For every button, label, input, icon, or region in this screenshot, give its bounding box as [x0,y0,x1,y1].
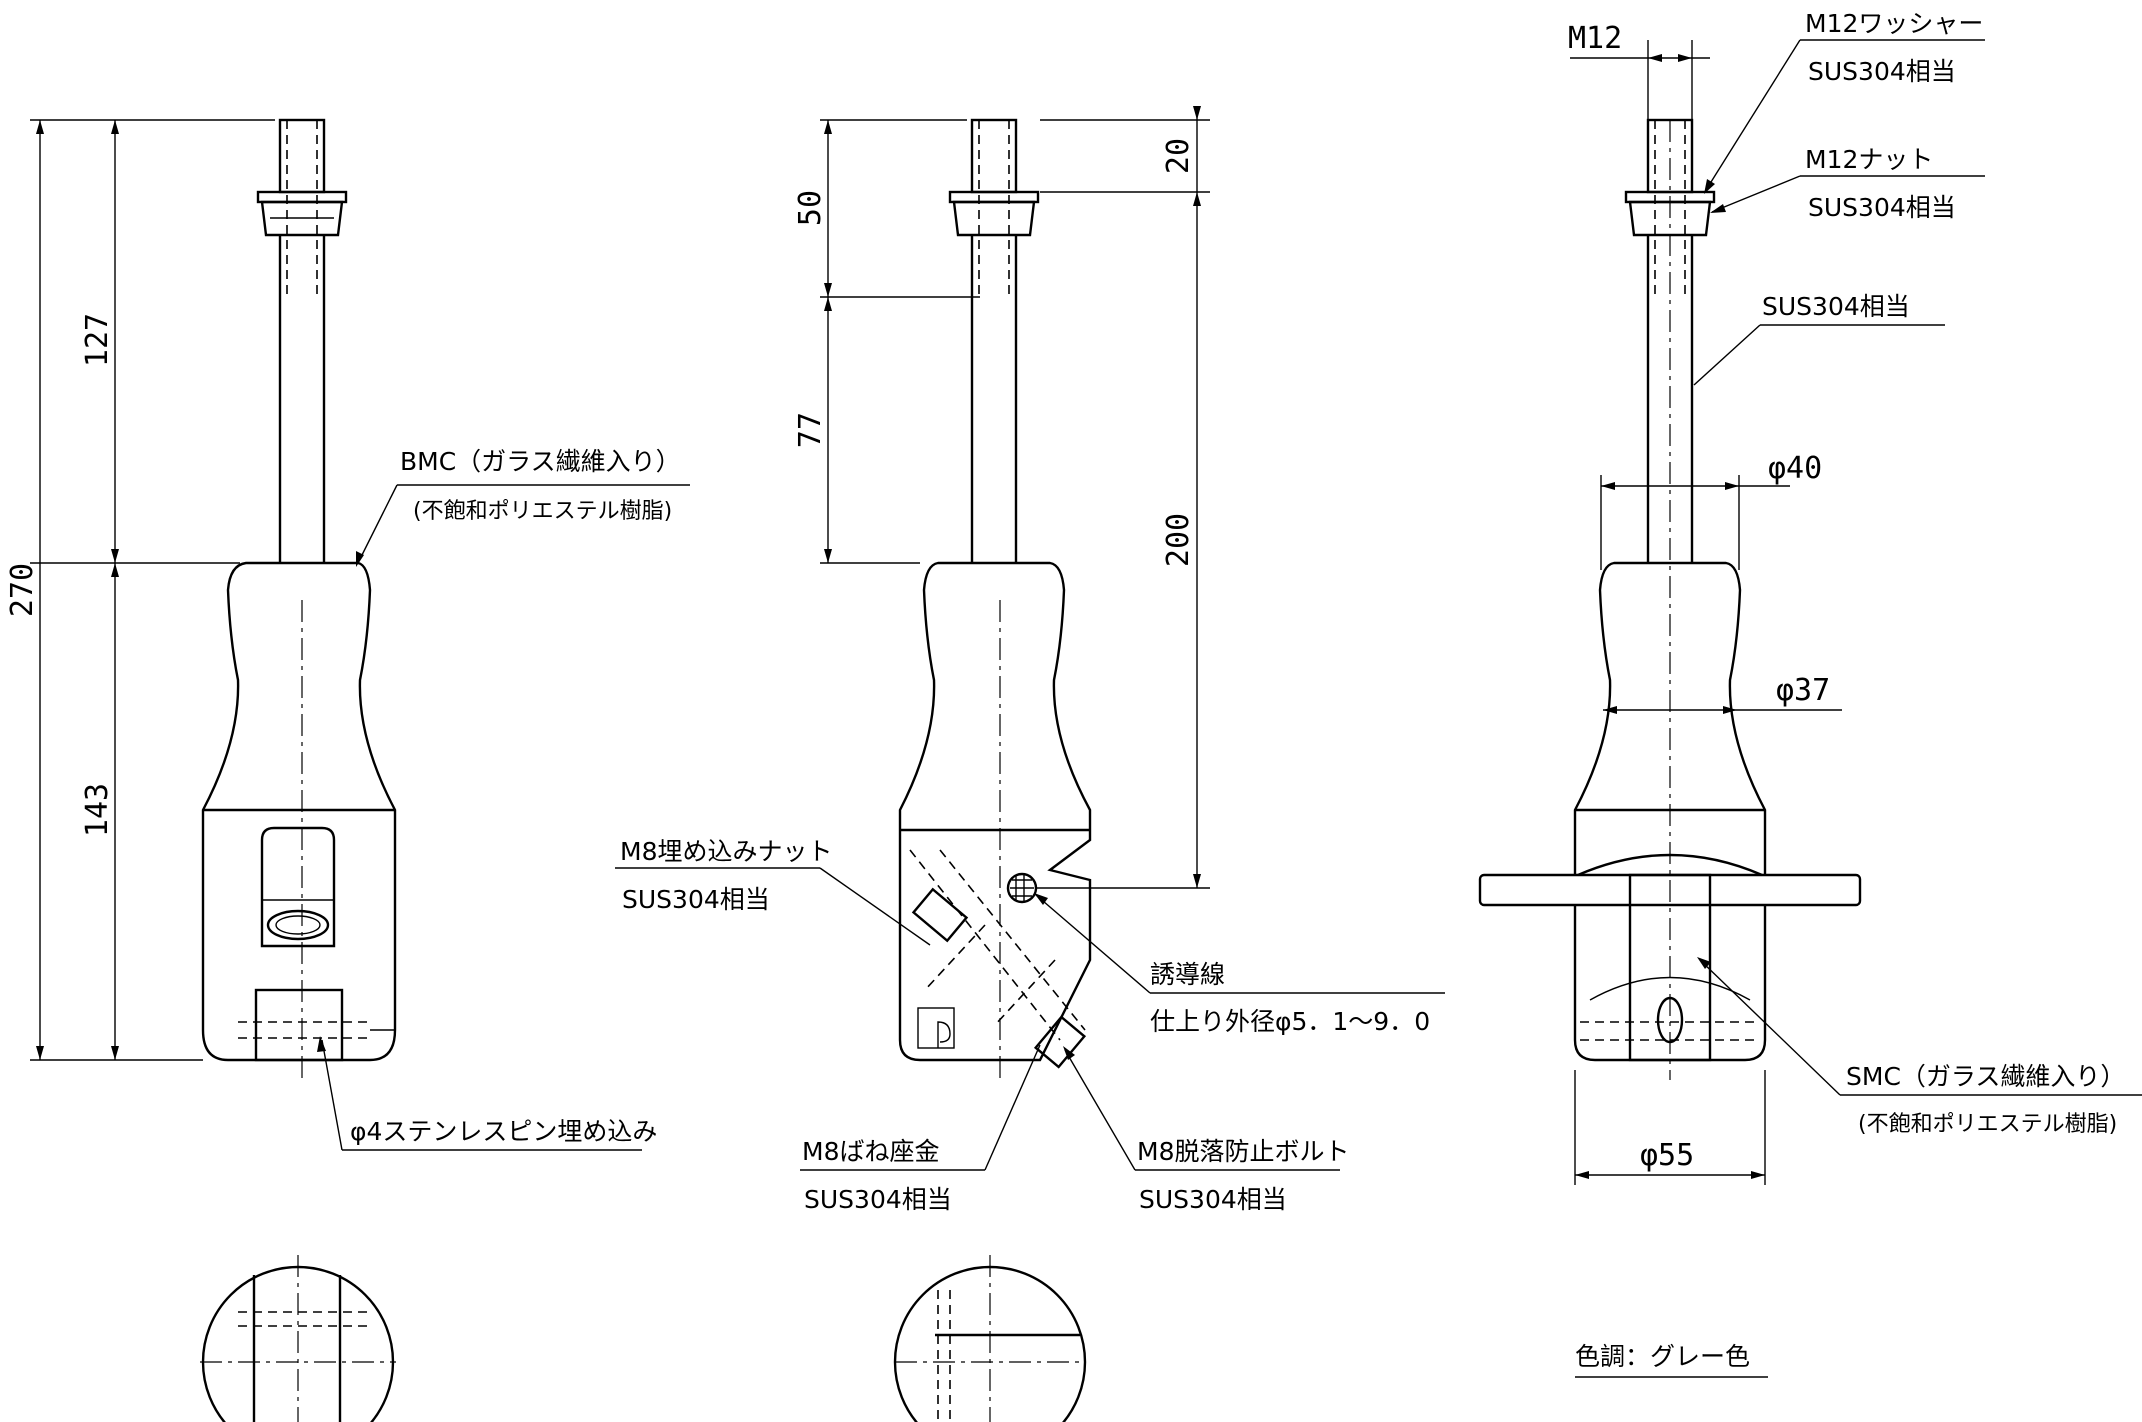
label-nut-material: SUS304相当 [1808,193,1956,222]
dim-upper-length: 127 [80,313,115,367]
dim-diameter-base: φ55 [1640,1138,1694,1173]
label-bmc-material: BMC（ガラス繊維入り） [400,447,681,476]
label-nut: M12ナット [1805,145,1933,174]
label-washer-material: SUS304相当 [1808,57,1956,86]
dim-lower-length: 143 [80,783,115,837]
dim-diameter-top: φ40 [1768,451,1822,486]
label-color-note: 色調：グレー色 [1575,1342,1750,1371]
front-view: 270 127 143 BMC（ガラス繊維入り） (不飽和ポリエステル樹脂) φ… [5,118,690,1422]
label-fall-bolt-material: SUS304相当 [1139,1185,1287,1214]
side-view: 20 50 77 200 M8埋め込みナット SUS304相当 誘導線 仕上り外… [615,106,1445,1422]
rear-view: M12 φ40 φ37 φ55 M12ワッシャー SUS304相当 M12ナット… [1478,9,2142,1378]
label-smc-material: SMC（ガラス繊維入り） [1846,1062,2125,1091]
label-pin: φ4ステンレスピン埋め込み [350,1117,657,1146]
label-fall-bolt: M8脱落防止ボルト [1137,1137,1349,1166]
dim-top-thread: 20 [1161,138,1196,174]
label-washer: M12ワッシャー [1805,9,1983,38]
label-smc-resin: (不飽和ポリエステル樹脂) [1858,1112,2117,1137]
label-embed-nut-material: SUS304相当 [622,885,770,914]
dim-rod-lower: 77 [793,412,828,448]
dim-nut-to-wire: 200 [1161,513,1196,567]
label-spring-washer-material: SUS304相当 [804,1185,952,1214]
label-rod-material: SUS304相当 [1762,292,1910,321]
label-bmc-resin: (不飽和ポリエステル樹脂) [413,499,672,524]
dim-diameter-mid: φ37 [1776,673,1830,708]
label-embed-nut: M8埋め込みナット [620,837,832,866]
label-wire: 誘導線 [1150,960,1225,989]
dim-nut-to-body: 50 [793,190,828,226]
label-spring-washer: M8ばね座金 [802,1137,939,1166]
dim-bolt-size: M12 [1568,21,1622,56]
label-wire-spec: 仕上り外径φ5．1～9．0 [1150,1007,1430,1036]
dim-overall-height: 270 [5,563,40,617]
